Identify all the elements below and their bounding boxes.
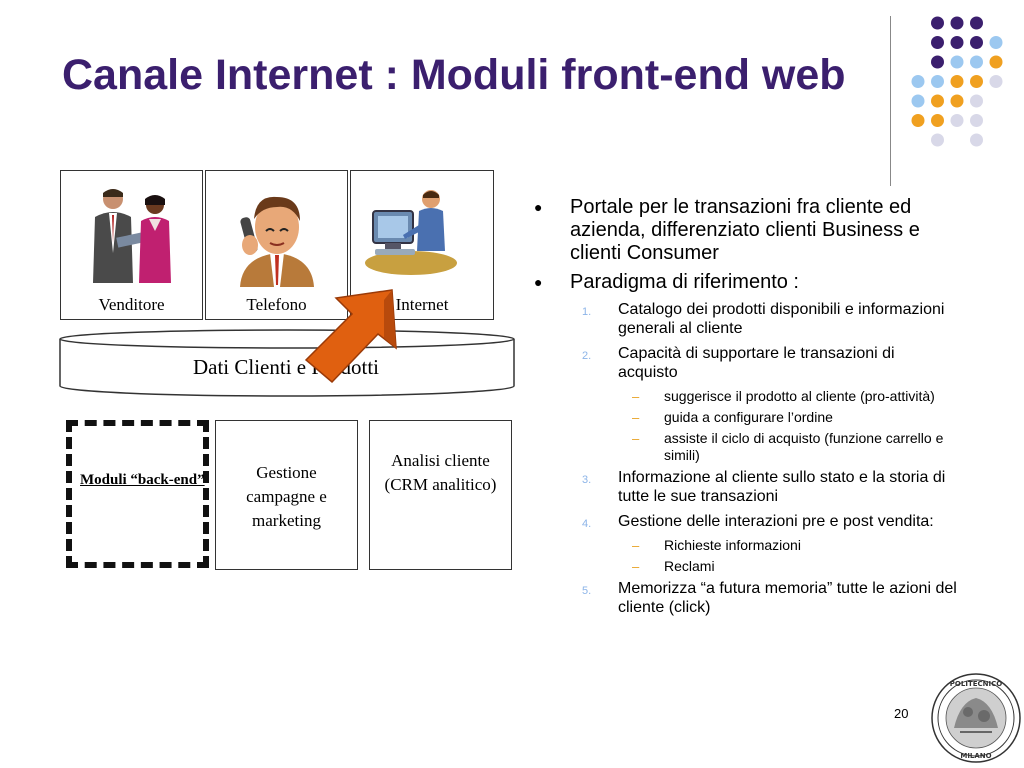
decorative-dot: [970, 75, 983, 88]
module-label: Analisi cliente (CRM analitico): [384, 451, 497, 494]
decorative-dot: [950, 114, 964, 127]
bullet-text: Memorizza “a futura memoria” tutte le az…: [618, 580, 957, 616]
bullet-item-level-2: 2. Capacità di supportare le transazioni …: [528, 344, 958, 382]
bullet-item-level-1: ● Paradigma di riferimento :: [528, 271, 958, 294]
bullet-marker: 2.: [582, 350, 592, 362]
bullet-item-level-3: – Reclami: [528, 558, 958, 575]
decorative-dot: [911, 75, 925, 88]
database-label: Dati Clienti e Prodotti: [192, 355, 380, 379]
decorative-dot: [950, 36, 964, 49]
arrow-icon: [304, 289, 397, 384]
decorative-dot: [970, 133, 983, 147]
bullet-list: ● Portale per le transazioni fra cliente …: [528, 196, 958, 623]
svg-text:MILANO: MILANO: [960, 752, 991, 760]
decorative-dot: [911, 114, 925, 127]
decorative-dot: [931, 94, 944, 108]
decorative-dot: [950, 94, 964, 108]
phone-call-icon: [240, 196, 314, 287]
module-box-crm: Analisi cliente (CRM analitico): [369, 420, 512, 570]
bullet-marker: –: [632, 559, 640, 574]
bullet-marker: 3.: [582, 474, 592, 486]
decorative-dot: [931, 133, 944, 147]
politecnico-seal-logo: POLITECNICO MILANO: [931, 673, 1021, 763]
salespeople-icon: [93, 189, 171, 283]
decorative-dot: [970, 36, 983, 49]
module-box-marketing: Gestione campagne e marketing: [215, 420, 358, 570]
bullet-text: suggerisce il prodotto al cliente (pro-a…: [664, 388, 935, 404]
decorative-dot: [931, 75, 944, 88]
bullet-marker: –: [632, 410, 640, 425]
bullet-text: assiste il ciclo di acquisto (funzione c…: [664, 430, 944, 463]
bullet-text: Gestione delle interazioni pre e post ve…: [618, 513, 934, 530]
channel-box-internet: Internet: [350, 170, 494, 320]
bullet-marker: ●: [534, 199, 543, 215]
bullet-marker: –: [632, 389, 640, 404]
backend-label: Moduli “back-end”: [80, 472, 205, 488]
bullet-marker: –: [632, 431, 640, 446]
bullet-marker: ●: [534, 274, 543, 290]
bullet-marker: 5.: [582, 585, 592, 597]
svg-text:POLITECNICO: POLITECNICO: [950, 680, 1002, 688]
decorative-dot-grid: [911, 16, 1003, 147]
decorative-dot: [970, 94, 983, 108]
bullet-marker: 4.: [582, 518, 592, 530]
backend-modules-box: Moduli “back-end”: [66, 420, 209, 568]
decorative-dot: [931, 55, 944, 69]
bullet-item-level-1: ● Portale per le transazioni fra cliente …: [528, 196, 958, 265]
bullet-marker: –: [632, 538, 640, 553]
bullet-marker: 1.: [582, 306, 592, 318]
bullet-item-level-2: 5. Memorizza “a futura memoria” tutte le …: [528, 579, 958, 617]
decorative-dot: [970, 55, 983, 69]
decorative-dot: [970, 114, 983, 127]
slide-title: Canale Internet : Moduli front-end web: [62, 51, 846, 99]
bullet-item-level-2: 1. Catalogo dei prodotti disponibili e in…: [528, 300, 958, 338]
channel-label: Telefono: [246, 295, 307, 314]
bullet-item-level-2: 3. Informazione al cliente sullo stato e …: [528, 468, 958, 506]
decorative-dot: [911, 94, 925, 108]
channel-box-telefono: Telefono: [205, 170, 348, 320]
decorative-divider: [890, 16, 891, 186]
channel-label: Internet: [395, 295, 449, 314]
bullet-text: Paradigma di riferimento :: [570, 271, 799, 293]
bullet-text: Portale per le transazioni fra cliente e…: [570, 196, 920, 264]
bullet-text: Informazione al cliente sullo stato e la…: [618, 469, 946, 505]
decorative-dot: [931, 114, 944, 127]
module-label: Gestione campagne e marketing: [246, 463, 327, 530]
decorative-dot: [931, 16, 944, 30]
channel-box-venditore: Venditore: [60, 170, 203, 320]
decorative-dot: [989, 55, 1003, 69]
decorative-dot: [989, 36, 1003, 49]
bullet-text: Richieste informazioni: [664, 537, 801, 553]
bullet-item-level-3: – Richieste informazioni: [528, 537, 958, 554]
bullet-text: Catalogo dei prodotti disponibili e info…: [618, 301, 945, 337]
database-cylinder: [59, 329, 515, 397]
decorative-dot: [950, 16, 964, 30]
page-number: 20: [894, 706, 909, 721]
bullet-item-level-3: – guida a configurare l’ordine: [528, 409, 958, 426]
bullet-text: Reclami: [664, 558, 715, 574]
decorative-dot: [950, 75, 964, 88]
computer-user-icon: [365, 190, 457, 275]
bullet-text: guida a configurare l’ordine: [664, 409, 833, 425]
bullet-item-level-3: – assiste il ciclo di acquisto (funzione …: [528, 430, 958, 464]
channel-label: Venditore: [98, 295, 165, 314]
bullet-text: Capacità di supportare le transazioni di…: [618, 345, 895, 381]
decorative-dot: [931, 36, 944, 49]
decorative-dot: [950, 55, 964, 69]
bullet-item-level-2: 4. Gestione delle interazioni pre e post …: [528, 512, 958, 531]
decorative-dot: [989, 75, 1003, 88]
decorative-dot: [970, 16, 983, 30]
bullet-item-level-3: – suggerisce il prodotto al cliente (pro-…: [528, 388, 958, 405]
